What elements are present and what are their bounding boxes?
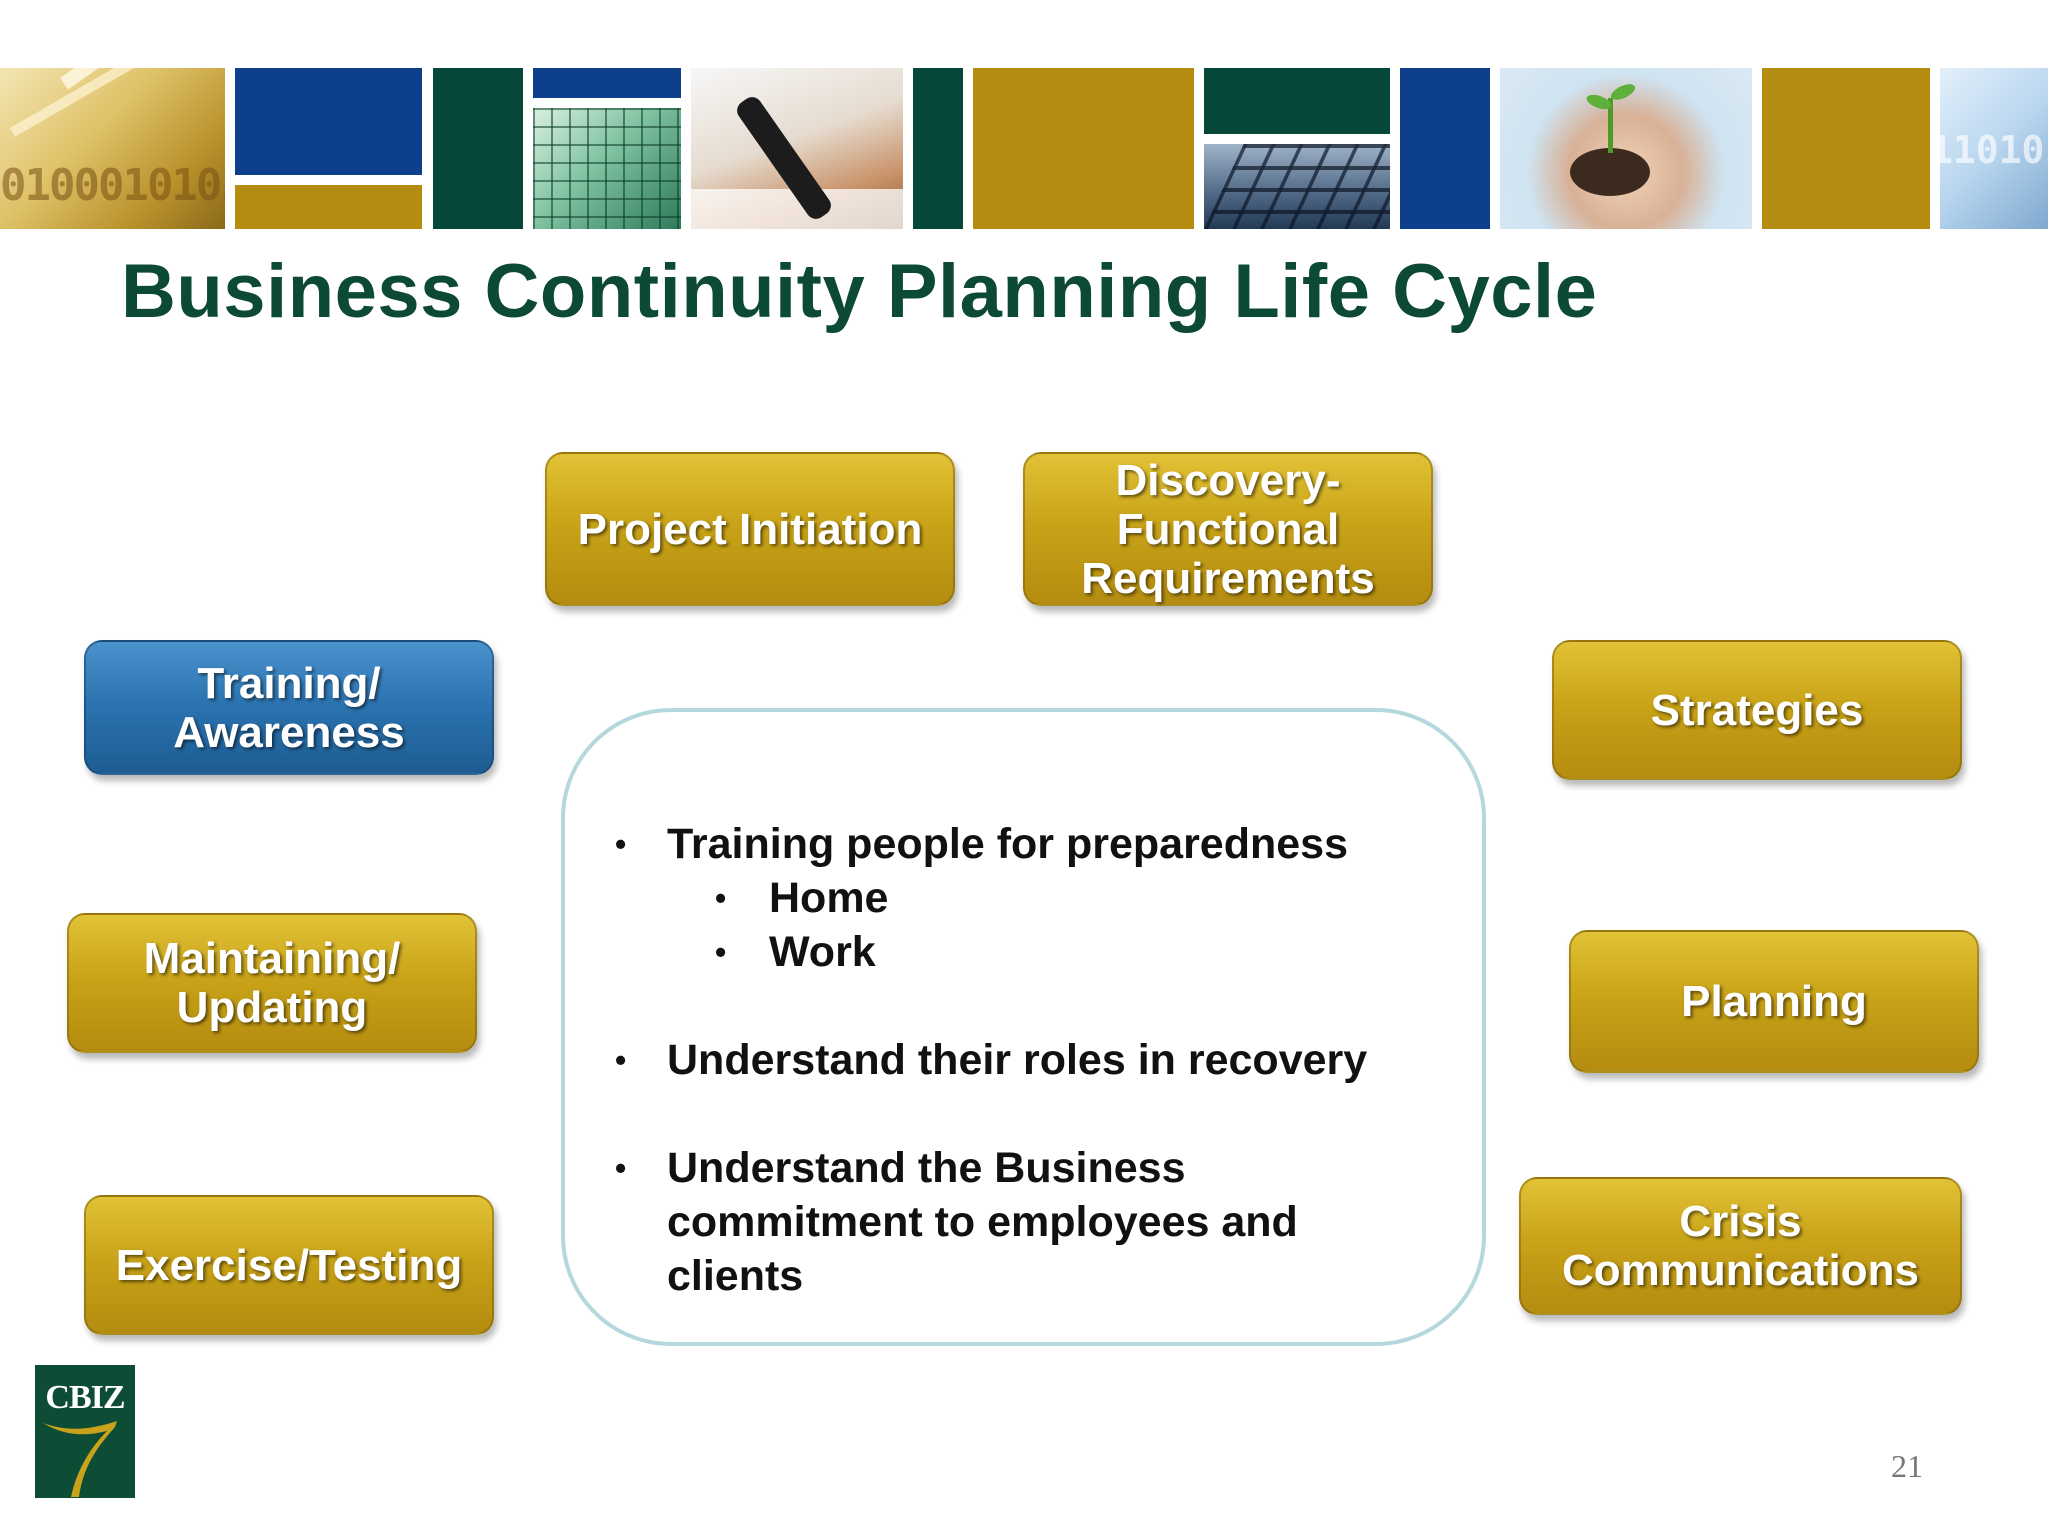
bullet-item: Training people for preparedness [615, 817, 1435, 871]
phase-training-awareness-highlighted: Training/ Awareness [84, 640, 494, 775]
sub-bullet-item: Work [715, 925, 1435, 979]
sub-bullet-item: Home [715, 871, 1435, 925]
color-tile [1762, 68, 1930, 229]
page-title: Business Continuity Planning Life Cycle [121, 249, 1598, 334]
binary-photo-tile: 0100010101 [0, 68, 225, 229]
bullet-item: Understand their roles in recovery [615, 1033, 1435, 1087]
header-banner: 0100010101 1101011 [0, 68, 2048, 229]
phase-project-initiation: Project Initiation [545, 452, 955, 606]
phase-discovery-functional-requirements: Discovery- Functional Requirements [1023, 452, 1433, 606]
blue-photo-tile: 1101011 [1940, 68, 2048, 229]
color-tile [973, 68, 1194, 229]
phase-exercise-testing: Exercise/Testing [84, 1195, 494, 1335]
cbiz-logo: CBIZ [35, 1365, 135, 1498]
color-tile [1400, 68, 1490, 229]
color-tile [235, 68, 422, 229]
color-tile [433, 68, 523, 229]
phase-crisis-communications: Crisis Communications [1519, 1177, 1962, 1315]
phase-strategies: Strategies [1552, 640, 1962, 780]
bullet-item: Understand the Business commitment to em… [615, 1141, 1435, 1303]
page-number: 21 [1891, 1448, 1923, 1484]
logo-swoosh-icon [43, 1421, 117, 1497]
phase-planning: Planning [1569, 930, 1979, 1073]
detail-bullet-list: Training people for preparedness Home Wo… [615, 817, 1435, 1303]
phase-detail-box: Training people for preparedness Home Wo… [561, 708, 1486, 1346]
plant-in-hands-photo-tile [1500, 68, 1752, 229]
writing-hand-photo-tile [691, 68, 903, 229]
phase-maintaining-updating: Maintaining/ Updating [67, 913, 477, 1053]
keyboard-photo-tile [1204, 68, 1390, 229]
chart-photo-tile [533, 68, 681, 229]
color-tile [913, 68, 963, 229]
